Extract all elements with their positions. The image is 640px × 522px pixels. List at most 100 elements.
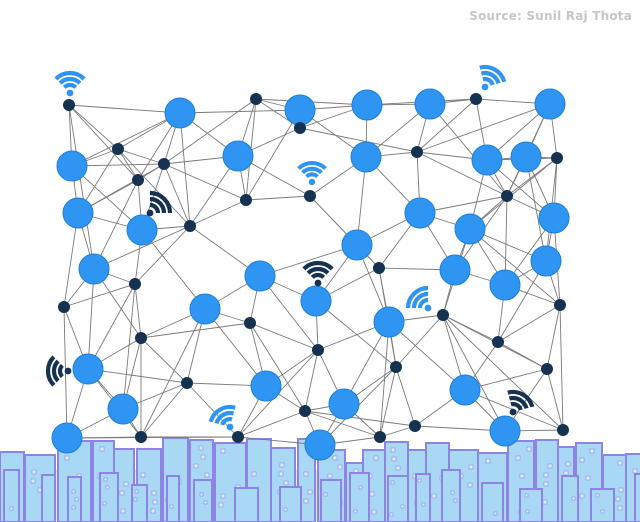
building [519,488,543,522]
access-node [56,150,88,182]
access-node [530,245,562,277]
access-node [351,89,383,121]
connection-line [546,368,564,431]
relay-node [250,93,262,105]
wifi-icon [208,404,236,431]
relay-node [129,278,141,290]
relay-node [294,122,306,134]
relay-node [63,99,75,111]
access-node [404,197,436,229]
relay-node [240,194,252,206]
relay-node [373,262,385,274]
relay-node [181,377,193,389]
access-node [250,370,282,402]
wifi-icon [146,190,173,217]
relay-node [551,152,563,164]
connection-line [497,304,561,343]
connection-line [379,425,416,438]
wifi-icon [45,355,72,387]
access-node [51,422,83,454]
connection-line [68,104,95,270]
building [349,472,370,522]
building [441,469,461,522]
connection-line [546,304,561,370]
connection-line [117,148,139,181]
relay-node [304,190,316,202]
building [634,473,640,522]
access-node [222,140,254,172]
building [320,479,342,522]
connection-line [163,98,257,165]
connection-line [304,410,381,438]
connection-line [68,104,119,150]
relay-node [135,431,147,443]
relay-node [135,332,147,344]
building [415,473,431,522]
building [279,486,302,522]
access-node [350,141,382,173]
connection-line [259,244,358,277]
relay-node [184,220,196,232]
building [3,469,20,522]
access-node [373,306,405,338]
connection-line [134,283,142,339]
access-node [414,88,446,120]
relay-node [411,146,423,158]
connection-line [87,268,95,370]
access-node [300,285,332,317]
relay-node [557,424,569,436]
connection-line [429,103,508,197]
connection-line [122,283,136,410]
connection-line [71,112,181,167]
connection-line [442,314,564,431]
access-node [78,253,110,285]
building [387,475,409,522]
relay-node [501,190,513,202]
building [561,475,579,522]
connection-line [442,314,506,432]
connection-line [395,314,444,368]
relay-node [541,363,553,375]
connection-line [497,260,547,343]
relay-node [58,301,70,313]
wifi-icon [297,161,327,186]
connection-line [179,112,191,227]
connection-line [249,322,319,351]
connection-line [469,228,561,306]
access-node [538,202,570,234]
connection-line [63,283,136,308]
connection-line [140,322,251,339]
relay-node [409,420,421,432]
connection-line [237,410,306,438]
connection-line [506,157,558,197]
access-node [72,353,104,385]
relay-node [158,158,170,170]
connection-line [179,109,301,114]
access-node [107,393,139,425]
relay-node [112,143,124,155]
connection-line [134,225,191,285]
relay-node [232,431,244,443]
connection-line [379,321,390,438]
access-node [439,254,471,286]
connection-line [416,98,477,153]
relay-node [244,317,256,329]
connection-line [141,229,206,310]
connection-line [204,308,267,387]
access-node [341,229,373,261]
building [131,484,148,522]
building [234,487,259,522]
access-node [471,144,503,176]
connection-line [343,321,390,405]
access-node [534,88,566,120]
access-node [454,213,486,245]
relay-node [492,336,504,348]
connection-line [379,366,397,438]
connection-line [245,109,301,201]
connection-line [189,199,247,227]
connection-line [299,127,418,153]
building [67,476,82,522]
access-node [62,197,94,229]
connection-line [315,300,397,368]
relay-node [437,309,449,321]
